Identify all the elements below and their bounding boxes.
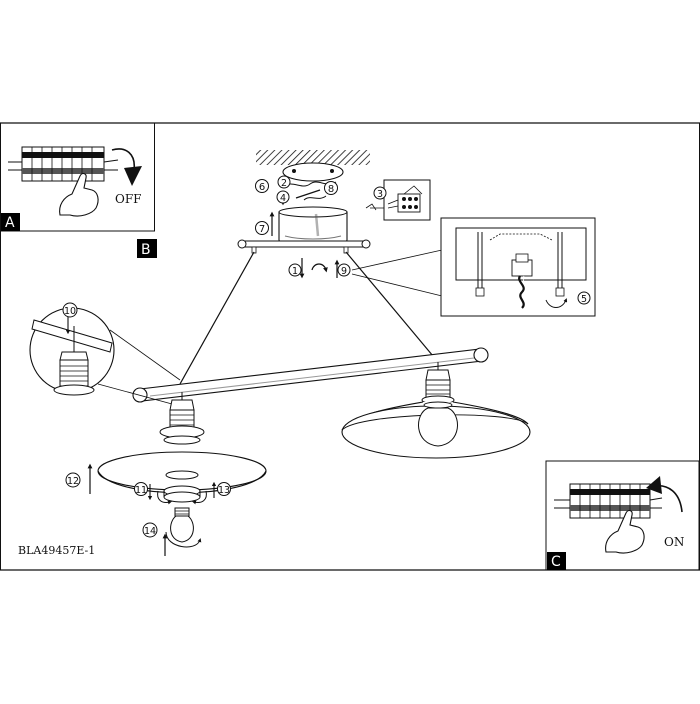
- document-code: BLA49457E-1: [18, 544, 95, 557]
- suspension-cable-right: [345, 251, 439, 363]
- step-badge-5: [577, 291, 591, 305]
- canopy-detail-callout: 5: [351, 217, 596, 317]
- svg-text:2: 2: [281, 178, 287, 189]
- svg-text:12: 12: [67, 476, 79, 487]
- rotate-off-arrow-icon: [111, 148, 136, 171]
- terminal-block-callout: 3: [365, 179, 431, 221]
- suspension-cable-left: [179, 251, 255, 385]
- svg-text:4: 4: [280, 193, 286, 204]
- svg-text:1: 1: [292, 266, 298, 277]
- panel-a-badge: [1, 213, 20, 231]
- step-badge-12: 12: [65, 463, 93, 494]
- step-badge-13: 13: [211, 481, 231, 498]
- panel-a-label: A: [5, 215, 15, 231]
- step-badge-8: 8: [324, 181, 338, 195]
- panel-c: ON C: [545, 460, 700, 571]
- panel-b-badge: [137, 239, 157, 258]
- panel-c-badge: [547, 552, 566, 570]
- step-badge-1: 1: [288, 263, 302, 277]
- step-badge-3: [373, 186, 387, 200]
- ceiling-hatch: [256, 150, 370, 165]
- ceiling-mount: [256, 150, 370, 245]
- fuse-box-icon: [8, 146, 119, 182]
- svg-text:3: 3: [377, 189, 383, 200]
- svg-text:9: 9: [341, 266, 347, 277]
- ceiling-bar: [237, 239, 371, 254]
- panel-a: OFF A: [0, 122, 155, 232]
- panel-b-label: B: [141, 242, 151, 258]
- left-lamp-bulb: [162, 507, 202, 556]
- svg-text:13: 13: [218, 485, 230, 496]
- step-badge-14: 14: [142, 522, 158, 538]
- step-badge-6: 6: [255, 179, 269, 193]
- step-badge-11: 11: [134, 482, 153, 501]
- step-badge-4: 4: [276, 190, 290, 204]
- hand-icon: [59, 173, 99, 217]
- hand-icon: [605, 510, 645, 554]
- panel-c-label: C: [551, 554, 561, 570]
- panel-c-action: ON: [664, 535, 684, 549]
- svg-text:14: 14: [144, 526, 156, 537]
- fuse-box-icon: [554, 483, 663, 519]
- panel-b: B: [137, 239, 157, 258]
- svg-text:5: 5: [581, 294, 587, 305]
- svg-text:10: 10: [64, 306, 76, 317]
- svg-text:6: 6: [259, 182, 265, 193]
- socket-detail-callout: 10: [29, 302, 181, 405]
- step-badge-2: 2: [277, 175, 291, 189]
- left-lamp-shade: [97, 451, 267, 494]
- svg-text:7: 7: [259, 224, 265, 235]
- step-badge-10: [62, 302, 78, 318]
- panel-a-action: OFF: [115, 192, 142, 206]
- right-lamp: [341, 362, 531, 459]
- step-badge-7: 7: [255, 221, 269, 235]
- left-lamp-socket: [159, 392, 205, 445]
- step-badge-9: 9: [337, 263, 351, 277]
- svg-text:8: 8: [328, 184, 334, 195]
- svg-text:11: 11: [135, 485, 147, 496]
- left-lamp-ring: [157, 485, 207, 505]
